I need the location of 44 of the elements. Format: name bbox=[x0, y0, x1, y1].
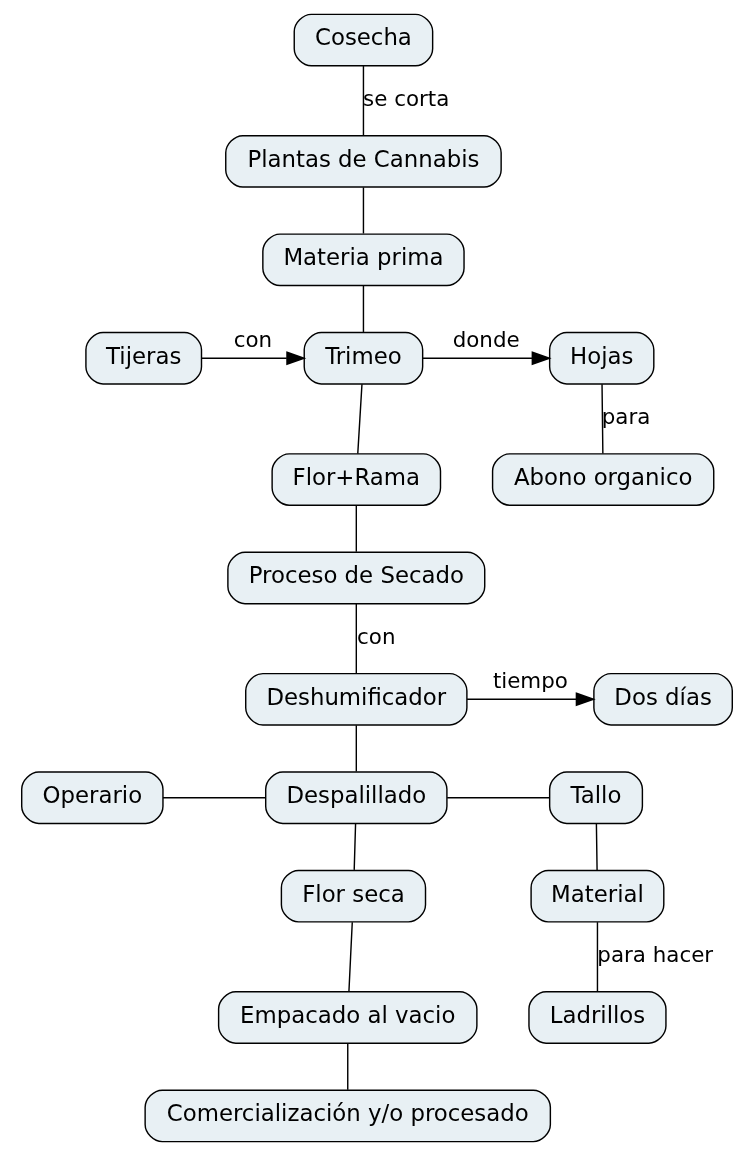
node-box: Flor seca bbox=[280, 869, 426, 923]
connector bbox=[362, 65, 364, 137]
connector bbox=[355, 603, 357, 675]
node-box: Despalillado bbox=[264, 771, 448, 825]
node-box: Trimeo bbox=[303, 331, 423, 385]
node-box: Dos días bbox=[592, 672, 733, 726]
node-box: Tallo bbox=[548, 771, 643, 825]
edge-label: se corta bbox=[362, 85, 449, 111]
node-box: Materia prima bbox=[261, 233, 465, 287]
edge-label: donde bbox=[452, 326, 520, 352]
edge-label: con bbox=[233, 326, 272, 352]
node-box: Empacado al vacio bbox=[217, 991, 478, 1044]
node-box: Abono organico bbox=[491, 453, 714, 506]
connector bbox=[355, 504, 357, 553]
connector bbox=[346, 1042, 348, 1091]
arrow bbox=[200, 351, 306, 366]
connector bbox=[595, 823, 598, 871]
edge-label: para hacer bbox=[596, 941, 713, 967]
arrow bbox=[465, 692, 596, 707]
connector bbox=[445, 797, 550, 799]
connector bbox=[161, 797, 266, 799]
node-box: Tijeras bbox=[84, 331, 202, 385]
connector bbox=[353, 823, 356, 871]
node-box: Deshumificador bbox=[244, 672, 468, 726]
connector bbox=[362, 186, 364, 235]
connector bbox=[347, 921, 353, 993]
edge-label: con bbox=[356, 623, 395, 649]
node-box: Proceso de Secado bbox=[226, 551, 485, 605]
node-box: Comercialización y/o procesado bbox=[143, 1089, 551, 1143]
connector bbox=[600, 383, 604, 455]
edge-label: para bbox=[601, 403, 650, 429]
node-box: Operario bbox=[20, 771, 164, 825]
node-box: Hojas bbox=[548, 331, 655, 385]
edge-label: tiempo bbox=[492, 667, 568, 693]
node-box: Flor+Rama bbox=[270, 453, 441, 506]
arrow bbox=[421, 351, 552, 366]
node-box: Ladrillos bbox=[527, 991, 667, 1044]
connector bbox=[356, 383, 363, 455]
node-box: Plantas de Cannabis bbox=[224, 134, 502, 188]
node-box: Cosecha bbox=[293, 13, 433, 67]
node-box: Material bbox=[529, 869, 664, 923]
connector bbox=[362, 285, 364, 333]
connector bbox=[596, 921, 598, 993]
connector bbox=[355, 724, 357, 773]
